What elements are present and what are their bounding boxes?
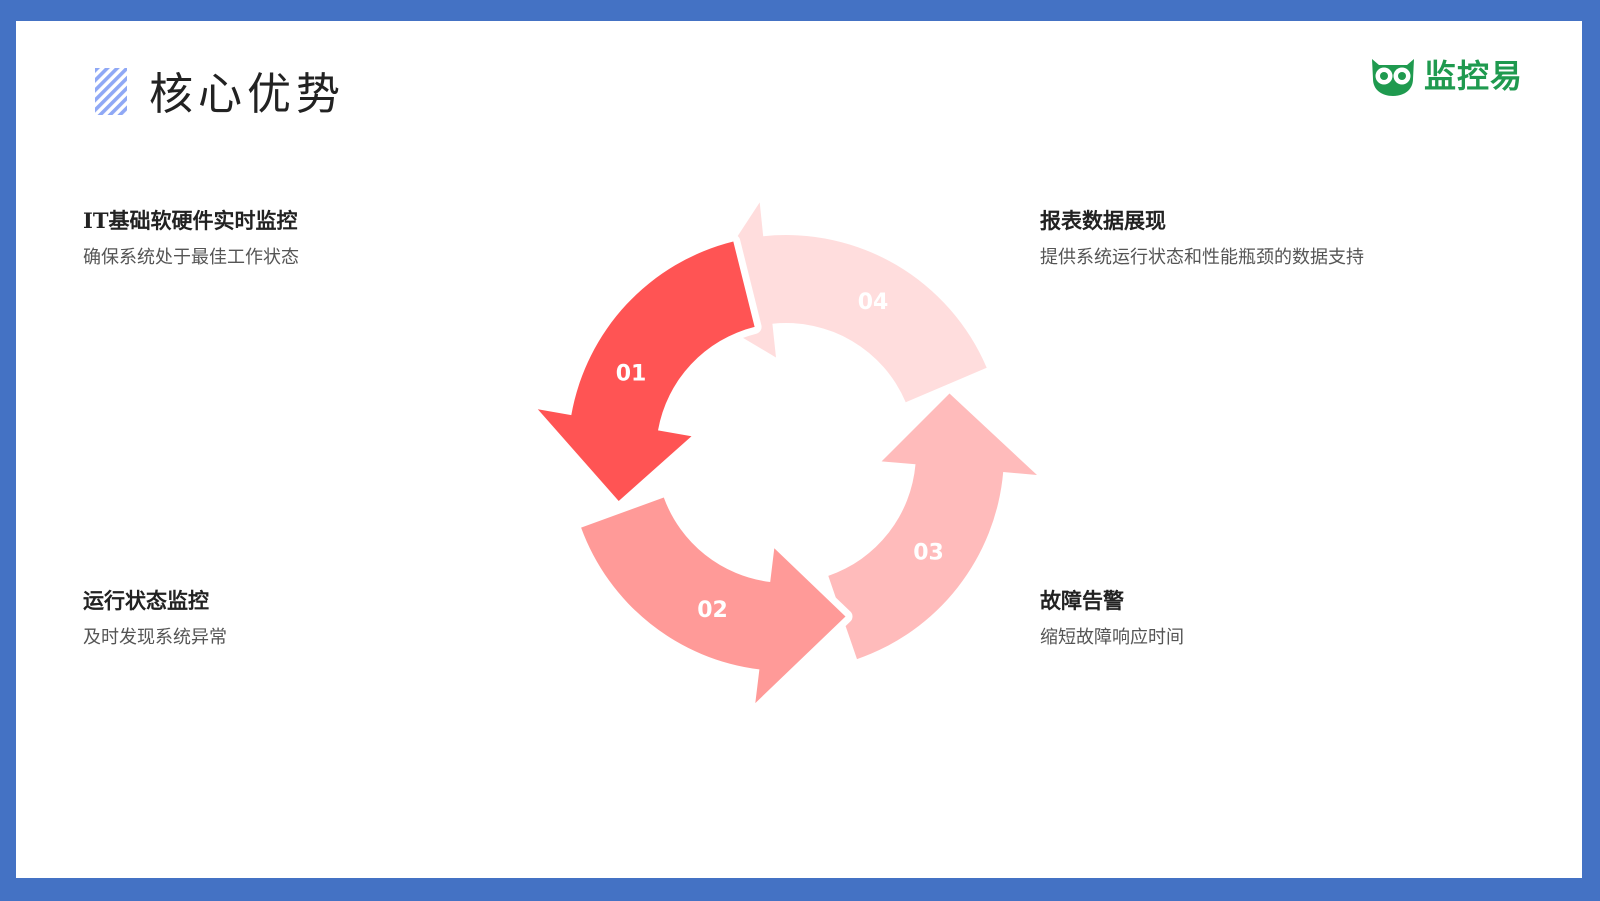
cycle-step-label: 04 — [858, 290, 889, 315]
cycle-diagram: 04 03 02 01 — [530, 195, 1044, 711]
cycle-step-label: 02 — [697, 598, 728, 623]
feature-title: 报表数据展现 — [1040, 208, 1166, 233]
feature-title: 故障告警 — [1040, 588, 1124, 613]
cycle-arrow-02 — [574, 490, 853, 711]
page-title: 核心优势 — [149, 69, 345, 120]
feature-description: 确保系统处于最佳工作状态 — [83, 247, 299, 268]
cycle-arrow-03 — [821, 386, 1044, 667]
cycle-arrow-04 — [684, 195, 994, 410]
feature-report-display: 报表数据展现 提供系统运行状态和性能瓶颈的数据支持 — [1040, 206, 1364, 272]
feature-status-monitoring: 运行状态监控 及时发现系统异常 — [83, 586, 227, 652]
slide: 核心优势 监控易 IT基础软硬件实时监控 确保系统处于最佳工作状态 运行状态监控… — [16, 21, 1582, 878]
logo: 监控易 — [1366, 51, 1523, 97]
title-stripe-decoration — [95, 68, 127, 115]
feature-description: 及时发现系统异常 — [83, 627, 227, 648]
logo-text: 监控易 — [1424, 57, 1524, 95]
feature-realtime-monitoring: IT基础软硬件实时监控 确保系统处于最佳工作状态 — [83, 206, 299, 272]
cycle-step-label: 03 — [913, 540, 944, 565]
feature-title: IT基础软硬件实时监控 — [83, 208, 298, 233]
cycle-step-label: 01 — [616, 362, 647, 387]
owl-logo-icon — [1372, 59, 1414, 96]
feature-title: 运行状态监控 — [83, 588, 209, 613]
cycle-arrow-01 — [530, 234, 762, 508]
feature-description: 缩短故障响应时间 — [1040, 627, 1184, 648]
feature-fault-alarm: 故障告警 缩短故障响应时间 — [1040, 586, 1184, 652]
feature-description: 提供系统运行状态和性能瓶颈的数据支持 — [1040, 247, 1364, 268]
